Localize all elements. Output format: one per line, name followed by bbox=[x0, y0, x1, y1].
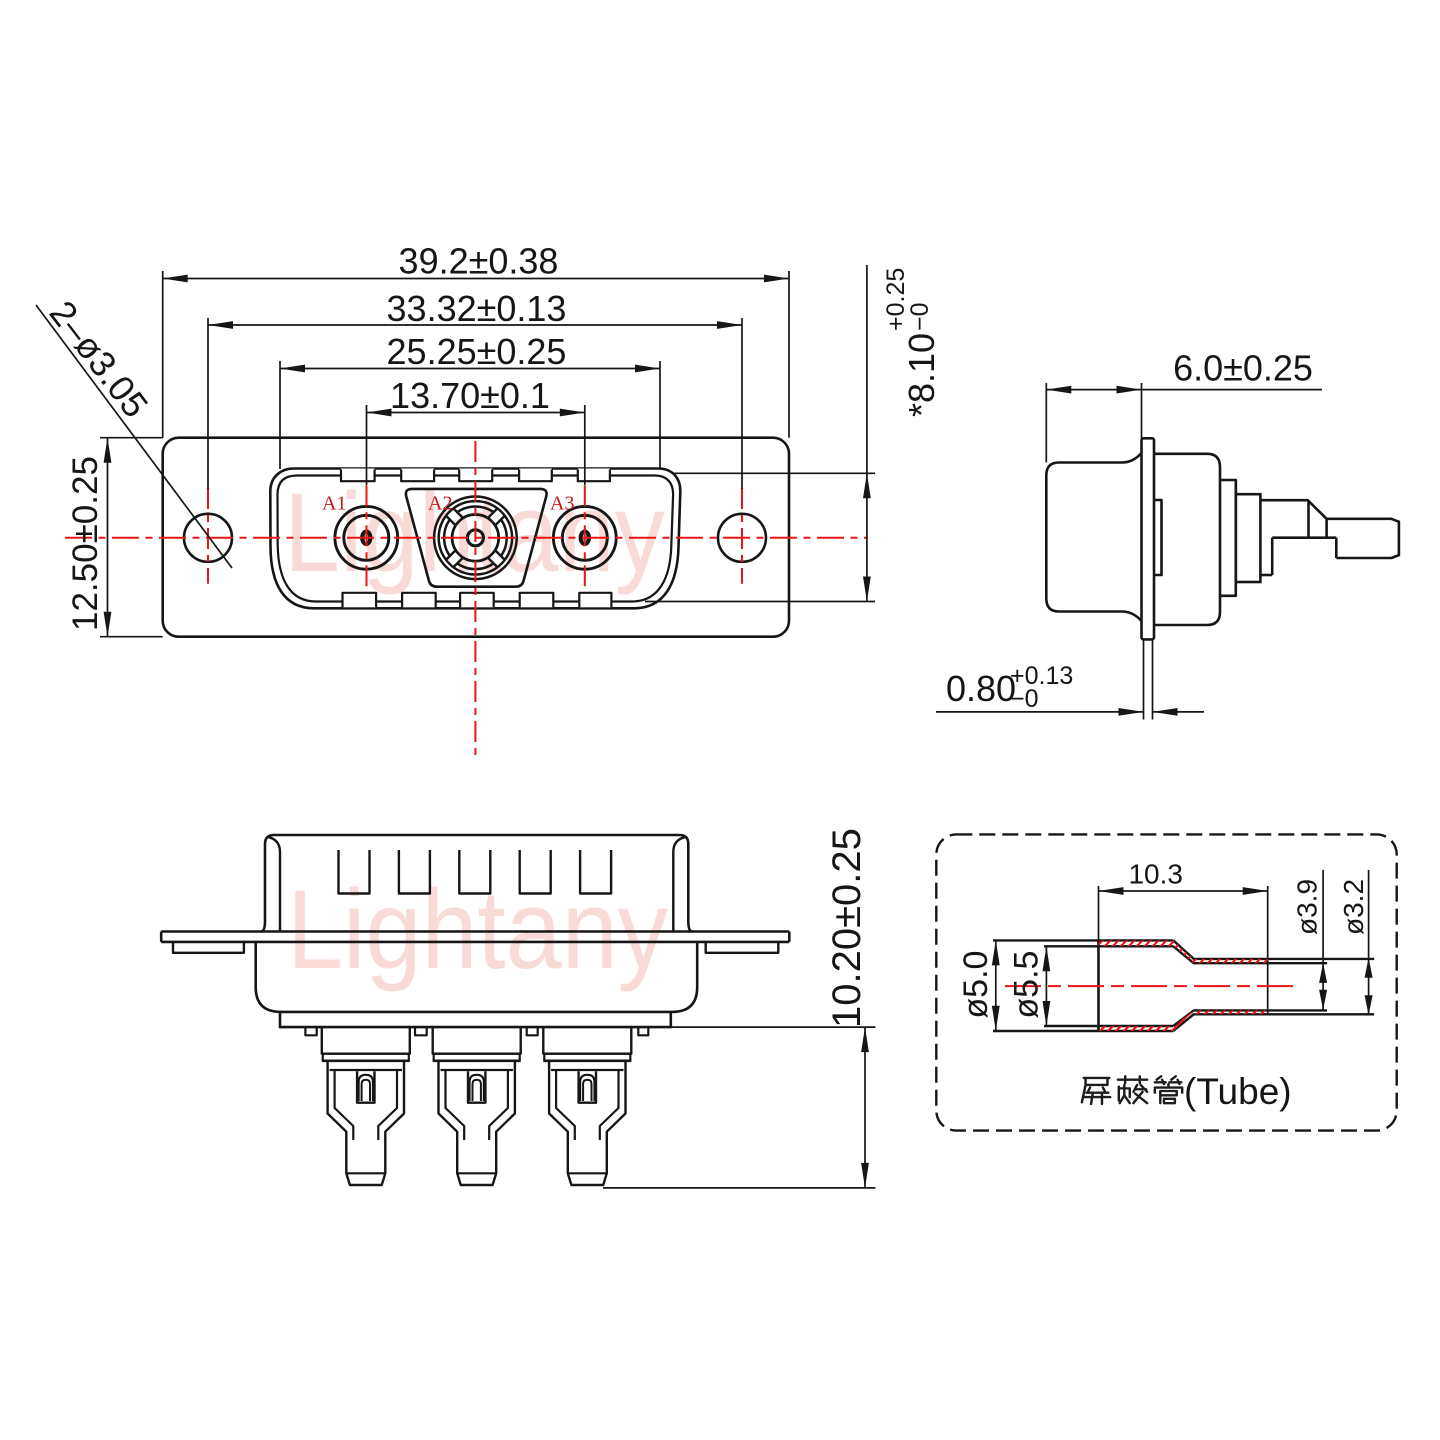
svg-text:13.70±0.1: 13.70±0.1 bbox=[390, 375, 550, 416]
svg-text:−0: −0 bbox=[1010, 685, 1039, 713]
svg-text:−0: −0 bbox=[906, 302, 934, 331]
svg-text:ø5.0: ø5.0 bbox=[957, 951, 995, 1019]
svg-text:39.2±0.38: 39.2±0.38 bbox=[399, 241, 559, 282]
svg-text:ø3.9: ø3.9 bbox=[1292, 879, 1323, 935]
svg-text:12.50±0.25: 12.50±0.25 bbox=[66, 456, 105, 631]
svg-text:6.0±0.25: 6.0±0.25 bbox=[1173, 348, 1313, 389]
svg-text:ø5.5: ø5.5 bbox=[1007, 951, 1045, 1019]
svg-text:(Tube): (Tube) bbox=[1184, 1071, 1292, 1112]
svg-text:25.25±0.25: 25.25±0.25 bbox=[387, 331, 567, 372]
svg-text:+0.25: +0.25 bbox=[882, 268, 910, 331]
svg-text:A1: A1 bbox=[322, 493, 346, 515]
svg-text:ø3.2: ø3.2 bbox=[1338, 879, 1369, 935]
svg-text:*8.10: *8.10 bbox=[901, 333, 942, 417]
svg-text:0.80: 0.80 bbox=[946, 668, 1016, 709]
svg-text:10.20±0.25: 10.20±0.25 bbox=[825, 828, 869, 1028]
svg-text:A2: A2 bbox=[428, 493, 452, 515]
svg-text:A3: A3 bbox=[550, 493, 574, 515]
svg-text:33.32±0.13: 33.32±0.13 bbox=[387, 288, 567, 329]
svg-text:Lightany: Lightany bbox=[287, 867, 669, 992]
svg-text:10.3: 10.3 bbox=[1128, 859, 1183, 890]
svg-text:+0.13: +0.13 bbox=[1010, 662, 1073, 690]
